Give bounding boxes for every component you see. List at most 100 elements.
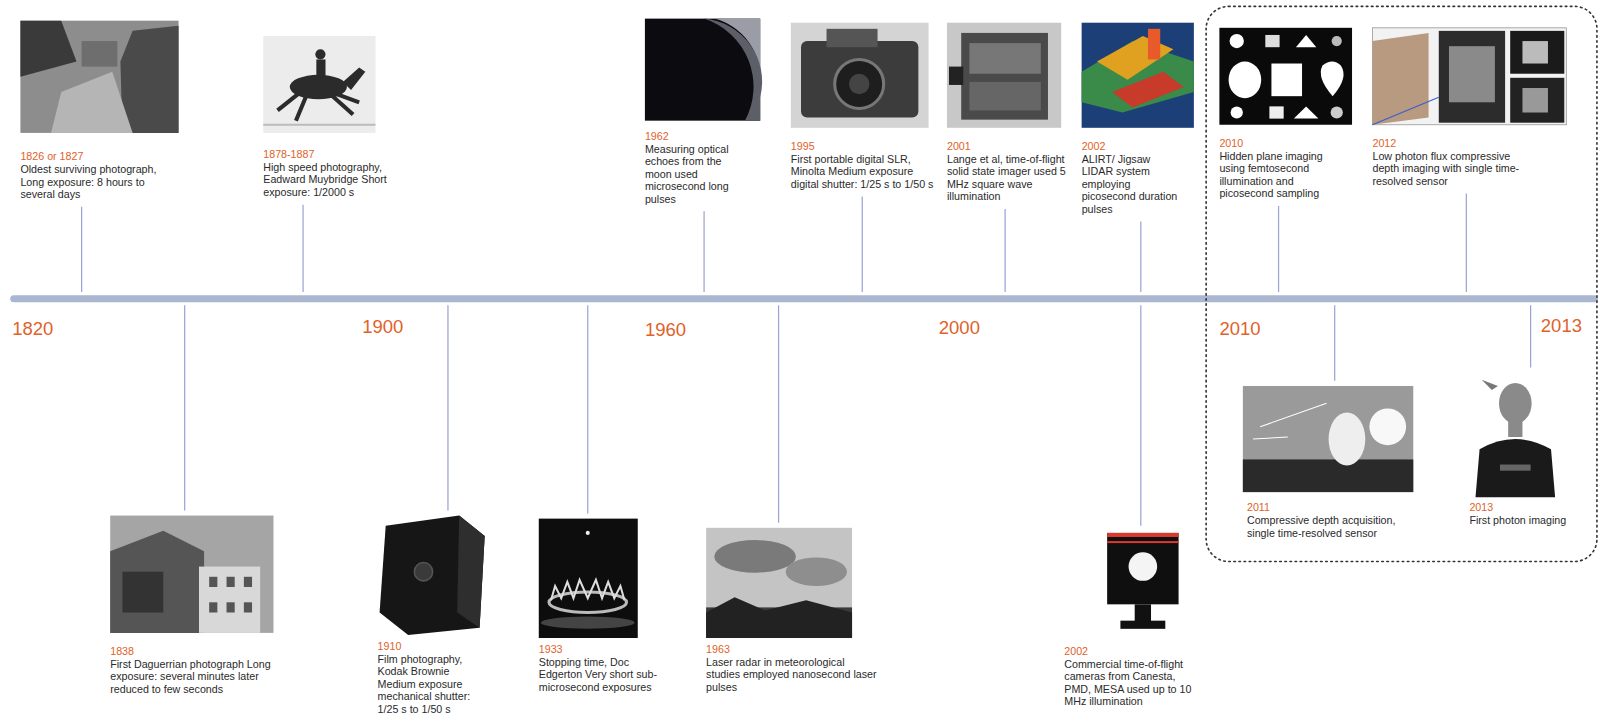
- event-description: Hidden plane imaging using femtosecond i…: [1219, 150, 1341, 200]
- photo-digital-slr: [827, 29, 878, 47]
- event-description: First Daguerrian photograph Long exposur…: [110, 658, 278, 696]
- timeline-event: 1838First Daguerrian photograph Long exp…: [110, 645, 278, 696]
- photo-compressive-depth-scene: [1243, 386, 1413, 492]
- event-description: Low photon flux compressive depth imagin…: [1372, 150, 1530, 188]
- photo-muybridge: [278, 94, 298, 110]
- photo-compressive-depth: [1372, 28, 1566, 125]
- photo-hidden-plane: [1219, 28, 1352, 125]
- photo-daguerreotype: [227, 602, 235, 612]
- axis-year: 2013: [1541, 316, 1582, 336]
- photo-tof-imager: [947, 23, 1061, 128]
- highlight-region: [1206, 6, 1597, 561]
- photo-digital-slr: [791, 23, 929, 128]
- photo-laser-radar: [706, 528, 852, 638]
- photo-compressive-depth: [1372, 97, 1438, 125]
- photo-compressive-depth: [1439, 31, 1505, 123]
- tick-line: [778, 305, 779, 522]
- event-description: ALIRT/ Jigsaw LIDAR system employing pic…: [1082, 153, 1180, 216]
- timeline-event: 1995First portable digital SLR, Minolta …: [791, 140, 934, 191]
- tick-line: [447, 305, 448, 510]
- timeline-event: 1933Stopping time, Doc Edgerton Very sho…: [539, 643, 670, 694]
- photo-daguerreotype: [209, 577, 217, 587]
- event-description: High speed photography, Eadward Muybridg…: [263, 161, 406, 199]
- event-description: Stopping time, Doc Edgerton Very short s…: [539, 656, 670, 694]
- photo-laser-radar: [786, 557, 847, 586]
- event-description: Lange et al, time-of-flight solid state …: [947, 153, 1074, 203]
- event-year: 2001: [947, 140, 1074, 153]
- photo-mannequin: [1482, 380, 1498, 390]
- photo-daguerreotype: [122, 572, 163, 613]
- photo-hidden-plane: [1332, 36, 1342, 46]
- photo-hidden-plane: [1229, 61, 1262, 98]
- photo-milk-drop: [586, 531, 590, 535]
- photo-mannequin: [1476, 439, 1556, 497]
- photo-compressive-depth: [1510, 78, 1564, 123]
- tick-line: [862, 197, 863, 293]
- photo-daguerreotype: [209, 602, 217, 612]
- photo-tof-imager: [961, 33, 1048, 120]
- photo-kodak-brownie: [414, 563, 432, 581]
- photo-hidden-plane: [1294, 106, 1318, 118]
- photo-hidden-plane: [1269, 106, 1283, 118]
- photo-laser-radar: [706, 597, 852, 638]
- photo-1826: [20, 21, 178, 133]
- photo-hidden-plane: [1331, 106, 1343, 118]
- axis-year: 2000: [939, 318, 980, 338]
- photo-hidden-plane: [1231, 106, 1243, 118]
- photo-tof-imager: [969, 82, 1040, 111]
- photo-tof-camera: [1107, 533, 1178, 629]
- event-description: Compressive depth acquisition, single ti…: [1247, 514, 1426, 539]
- photo-digital-slr: [801, 41, 918, 118]
- timeline-event: 1963Laser radar in meteorological studie…: [706, 643, 879, 694]
- timeline-event: 1910Film photography, Kodak Brownie Medi…: [378, 640, 490, 716]
- event-year: 1878-1887: [263, 148, 406, 161]
- photo-tof-camera: [1120, 621, 1165, 629]
- photo-muybridge: [343, 68, 365, 90]
- photo-lidar: [1082, 23, 1194, 128]
- photo-compressive-depth: [1449, 46, 1495, 102]
- event-year: 1963: [706, 643, 879, 656]
- photo-tof-camera: [1135, 604, 1151, 622]
- photo-daguerreotype: [110, 516, 273, 633]
- photo-1826: [20, 21, 178, 133]
- photo-milk-drop: [539, 519, 638, 638]
- event-year: 2002: [1082, 140, 1180, 153]
- photo-muybridge: [263, 124, 375, 126]
- photo-muybridge: [315, 49, 325, 59]
- photo-hidden-plane: [1321, 61, 1344, 96]
- photo-compressive-depth-scene: [1243, 386, 1413, 492]
- photo-muybridge: [263, 36, 375, 133]
- photo-mannequin: [1500, 465, 1531, 471]
- photo-hidden-plane: [1271, 64, 1302, 97]
- photo-laser-radar: [714, 540, 796, 573]
- timeline-event: 1826 or 1827Oldest surviving photograph,…: [20, 150, 171, 201]
- photo-compressive-depth-scene: [1369, 408, 1406, 445]
- timeline-event: 2002ALIRT/ Jigsaw LIDAR system employing…: [1082, 140, 1180, 216]
- photo-moon: [704, 19, 762, 121]
- photo-kodak-brownie: [457, 516, 485, 628]
- photo-muybridge: [316, 59, 325, 77]
- photo-digital-slr: [849, 74, 869, 94]
- event-year: 1910: [378, 640, 490, 653]
- event-year: 2011: [1247, 501, 1426, 514]
- event-year: 1995: [791, 140, 934, 153]
- photo-tof-camera: [1107, 541, 1178, 543]
- photo-daguerreotype: [227, 577, 235, 587]
- photo-hidden-plane: [1230, 34, 1244, 48]
- photo-lidar: [1082, 23, 1194, 128]
- timeline-event: 2011Compressive depth acquisition, singl…: [1247, 501, 1426, 539]
- tick-line: [1140, 222, 1141, 293]
- photo-tof-imager: [947, 23, 1061, 128]
- photo-milk-drop: [551, 580, 624, 600]
- photo-muybridge: [337, 94, 359, 102]
- photo-moon: [645, 19, 762, 121]
- tick-line: [81, 207, 82, 292]
- photo-1826: [51, 72, 133, 133]
- photo-kodak-brownie: [380, 516, 485, 635]
- photo-moon: [645, 19, 760, 121]
- timeline-event: 2013First photon imaging: [1469, 501, 1581, 527]
- tick-line: [1278, 206, 1279, 292]
- event-year: 1962: [645, 130, 747, 143]
